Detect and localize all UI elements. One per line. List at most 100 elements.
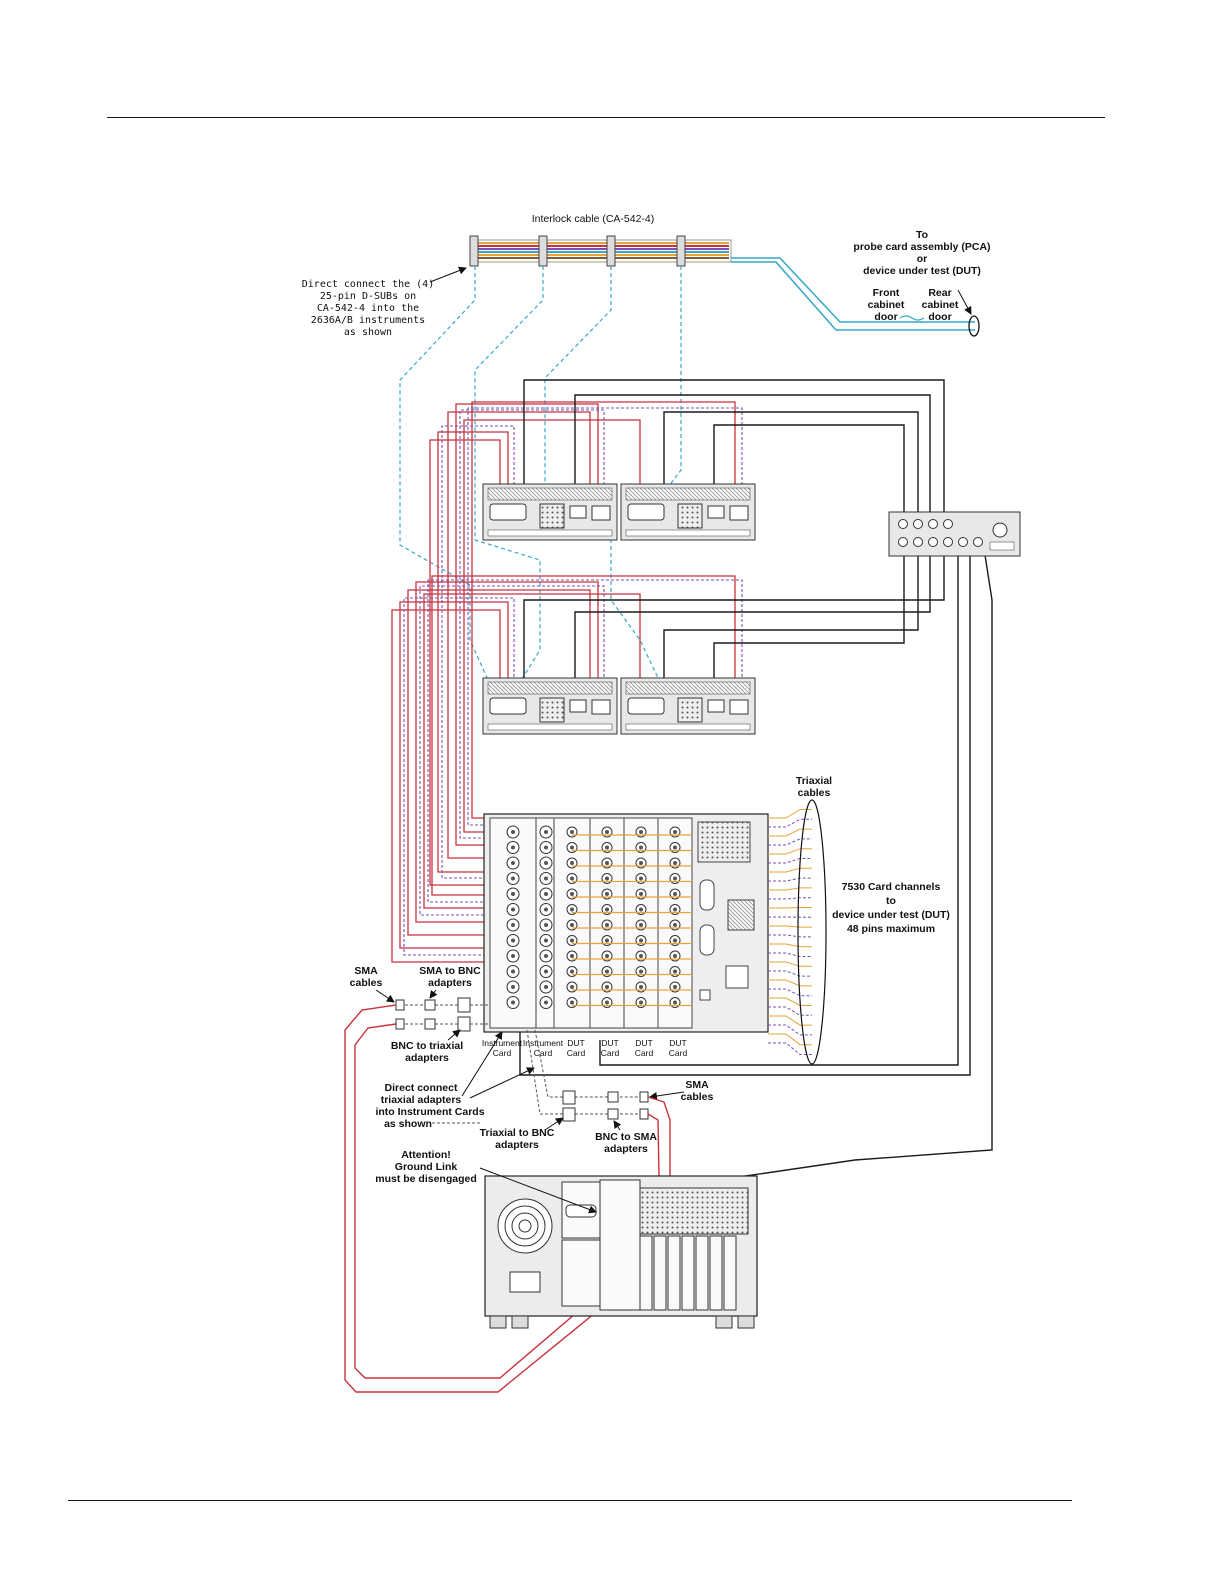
triaxial-cable [768, 925, 812, 928]
triaxial-cable [768, 952, 812, 957]
svg-text:Direct connect the (4): Direct connect the (4) [302, 279, 434, 290]
card-connector-pin [570, 938, 574, 943]
svg-text:Triaxial to BNC: Triaxial to BNC [480, 1127, 555, 1139]
card-connector-pin [544, 954, 548, 958]
svg-text:CA-542-4 into the: CA-542-4 into the [317, 303, 419, 314]
triaxial-cable [768, 961, 812, 967]
svg-text:cables: cables [350, 977, 383, 989]
bnc-to-triax-label: BNC to triaxial adapters [391, 1040, 463, 1064]
card-connectors [506, 825, 692, 1009]
svg-text:To: To [916, 229, 928, 241]
card-connector-pin [673, 969, 677, 974]
triaxial-cable [768, 1015, 812, 1026]
card-connector-pin [511, 876, 515, 881]
interlock-cable-label: Interlock cable (CA-542-4) [532, 213, 655, 225]
switch-matrix-mainframe [483, 813, 769, 1033]
triaxial-cable [768, 887, 812, 891]
card-connector-pin [639, 876, 643, 881]
svg-text:Direct connect: Direct connect [385, 1082, 458, 1094]
triaxial-cable [768, 877, 812, 882]
attention-label: Attention! Ground Link must be disengage… [375, 1149, 477, 1185]
svg-text:triaxial adapters: triaxial adapters [381, 1094, 462, 1106]
card-connector-pin [605, 892, 609, 896]
card-connector-pin [673, 830, 677, 834]
card-connector-pin [605, 907, 609, 912]
ground-unit [888, 511, 1021, 557]
card-connector-pin [673, 923, 677, 927]
card-connector-pin [605, 1000, 609, 1005]
svg-text:cabinet: cabinet [868, 299, 905, 311]
triaxial-cable [768, 1024, 812, 1036]
svg-text:as shown: as shown [344, 327, 392, 338]
card-connector-pin [639, 969, 643, 974]
card-connector-pin [511, 845, 515, 850]
card-connector-pin [544, 969, 548, 974]
svg-text:Triaxial: Triaxial [796, 775, 832, 787]
svg-text:adapters: adapters [495, 1139, 539, 1151]
card-connector-pin [639, 954, 643, 958]
card-connector-pin [544, 892, 548, 896]
card-connector-pin [544, 845, 548, 850]
triaxial-cable [768, 818, 812, 828]
svg-text:adapters: adapters [428, 977, 472, 989]
svg-text:cables: cables [798, 787, 831, 799]
triaxial-cable [768, 970, 812, 977]
svg-text:probe card assembly (PCA): probe card assembly (PCA) [853, 241, 990, 253]
card-connector-pin [605, 845, 609, 850]
card-connector-pin [511, 892, 515, 896]
card-connector-pin [544, 1000, 548, 1005]
card-connector-pin [511, 1000, 515, 1005]
svg-text:Card: Card [567, 1048, 586, 1058]
svg-text:48 pins maximum: 48 pins maximum [847, 923, 935, 935]
card-connector-pin [570, 985, 574, 989]
triaxial-cable [768, 907, 812, 909]
smu-sense-wires [403, 407, 743, 956]
svg-text:DUT: DUT [567, 1038, 584, 1048]
card-connector-pin [570, 1000, 574, 1005]
card-connector-pin [511, 830, 515, 834]
right-sma-chain [526, 1029, 650, 1122]
triaxial-cable [768, 828, 812, 837]
triaxial-fan [768, 809, 812, 1055]
card-connector-pin [639, 938, 643, 943]
controller-pc [484, 1175, 758, 1329]
svg-text:cables: cables [681, 1091, 714, 1103]
sma-cables-right-label: SMA cables [681, 1079, 714, 1103]
card-connector-pin [605, 985, 609, 989]
svg-text:into Instrument Cards: into Instrument Cards [375, 1106, 484, 1118]
svg-text:Card: Card [635, 1048, 654, 1058]
card-connector-pin [544, 876, 548, 881]
pca-cable [731, 257, 975, 331]
triaxial-cable [768, 897, 812, 900]
card-connector-pin [639, 861, 643, 865]
card-connector-pin [544, 985, 548, 989]
triaxial-cable [768, 838, 812, 846]
footer-rule [68, 1500, 1072, 1501]
svg-text:must be disengaged: must be disengaged [375, 1173, 477, 1185]
svg-text:SMA: SMA [685, 1079, 709, 1091]
svg-text:Front: Front [873, 287, 900, 299]
svg-text:door: door [928, 311, 951, 323]
triax-to-bnc-label: Triaxial to BNC adapters [480, 1127, 555, 1151]
card-connector-pin [544, 861, 548, 865]
interlock-cable [469, 235, 732, 267]
svg-text:as shown: as shown [384, 1118, 432, 1130]
svg-text:to: to [886, 895, 896, 907]
sma-cables-left-label: SMA cables [350, 965, 383, 989]
svg-text:Card: Card [493, 1048, 512, 1058]
triaxial-cable [768, 848, 812, 855]
card-connector-pin [544, 907, 548, 912]
svg-text:Instrument: Instrument [523, 1038, 564, 1048]
svg-text:Card: Card [601, 1048, 620, 1058]
triaxial-cables-label: Triaxial cables [796, 775, 832, 799]
svg-text:adapters: adapters [405, 1052, 449, 1064]
card-connector-pin [544, 938, 548, 943]
smu-instrument-2 [620, 483, 756, 541]
card-connector-pin [673, 892, 677, 896]
smu-instrument-3 [482, 677, 618, 735]
card-connector-pin [570, 845, 574, 850]
card-connector-pin [639, 892, 643, 896]
card-connector-pin [639, 830, 643, 834]
card-connector-pin [673, 876, 677, 881]
